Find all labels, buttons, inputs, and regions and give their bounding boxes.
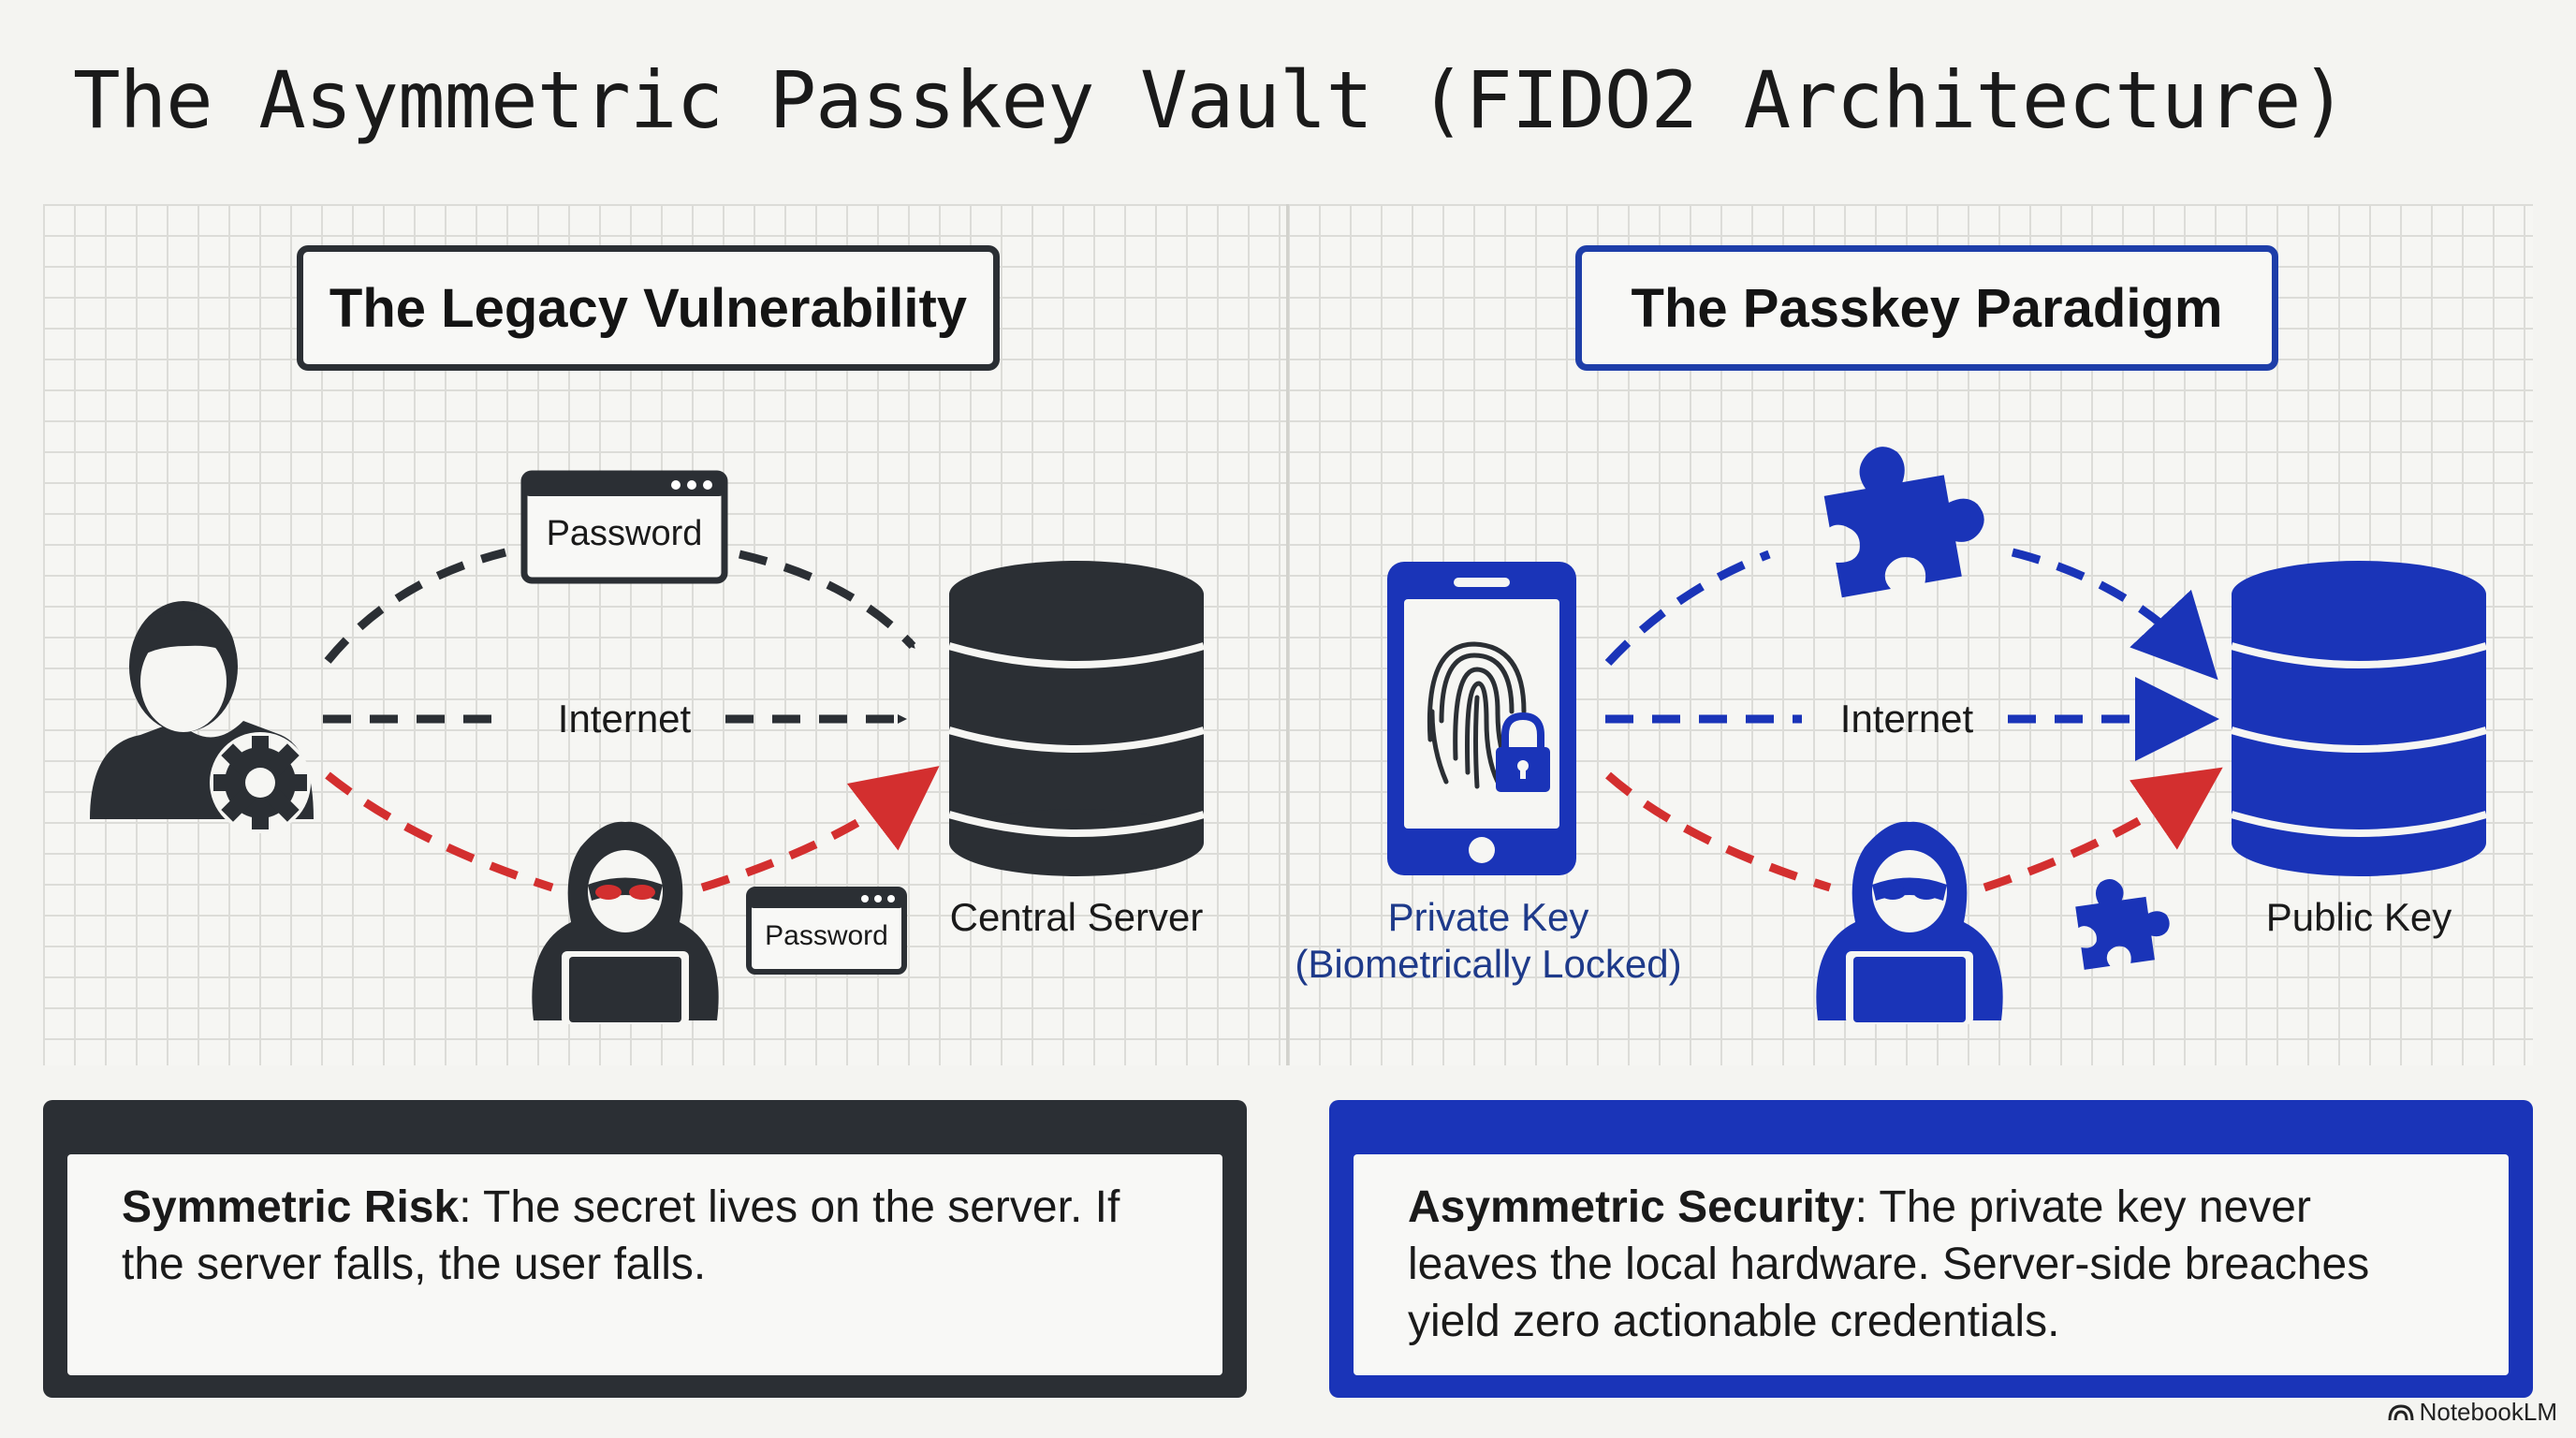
symmetric-risk-term: Symmetric Risk [122, 1182, 460, 1232]
asymmetric-security-text: Asymmetric Security: The private key nev… [1354, 1154, 2509, 1375]
asymmetric-security-term: Asymmetric Security [1408, 1182, 1855, 1232]
left-internet-label: Internet [557, 697, 692, 741]
private-key-sublabel: (Biometrically Locked) [1295, 942, 1682, 986]
symmetric-risk-callout: Symmetric Risk: The secret lives on the … [43, 1100, 1247, 1398]
passkey-flow-arrows [1604, 548, 2223, 892]
smartphone-fingerprint-icon [1387, 562, 1576, 875]
padlock-icon [1496, 712, 1550, 792]
public-key-database-icon [2230, 561, 2488, 876]
symmetric-risk-body: : The secret lives on the server. If the… [122, 1182, 1120, 1289]
page-title: The Asymmetric Passkey Vault (FIDO2 Arch… [73, 54, 2348, 146]
stolen-password-label: Password [765, 920, 888, 951]
password-window-icon [520, 470, 728, 584]
asymmetric-security-body: : The private key never leaves the local… [1408, 1182, 2370, 1346]
passkey-paradigm-heading: The Passkey Paradigm [1575, 245, 2278, 371]
private-key-label: Private Key [1387, 895, 1589, 939]
legacy-vulnerability-heading: The Legacy Vulnerability [297, 245, 1000, 371]
stolen-password-window-icon [746, 887, 907, 975]
panel-divider [1286, 204, 1289, 1065]
puzzle-piece-icon [1823, 447, 1984, 598]
user-gear-icon [90, 601, 314, 833]
legacy-flow-arrows [323, 548, 940, 892]
central-server-database-icon [947, 561, 1206, 876]
public-key-label: Public Key [2265, 895, 2452, 939]
right-internet-label: Internet [1839, 697, 1974, 741]
notebooklm-brand: NotebookLM [2388, 1398, 2557, 1427]
symmetric-risk-text: Symmetric Risk: The secret lives on the … [67, 1154, 1222, 1375]
notebooklm-logo-icon [2388, 1403, 2414, 1420]
puzzle-piece-icon [2075, 879, 2170, 970]
central-server-label: Central Server [949, 895, 1204, 939]
hacker-icon [1816, 821, 2003, 1024]
hacker-icon [532, 821, 719, 1024]
brand-name: NotebookLM [2419, 1398, 2557, 1426]
password-window-label: Password [546, 514, 703, 553]
asymmetric-security-callout: Asymmetric Security: The private key nev… [1329, 1100, 2533, 1398]
